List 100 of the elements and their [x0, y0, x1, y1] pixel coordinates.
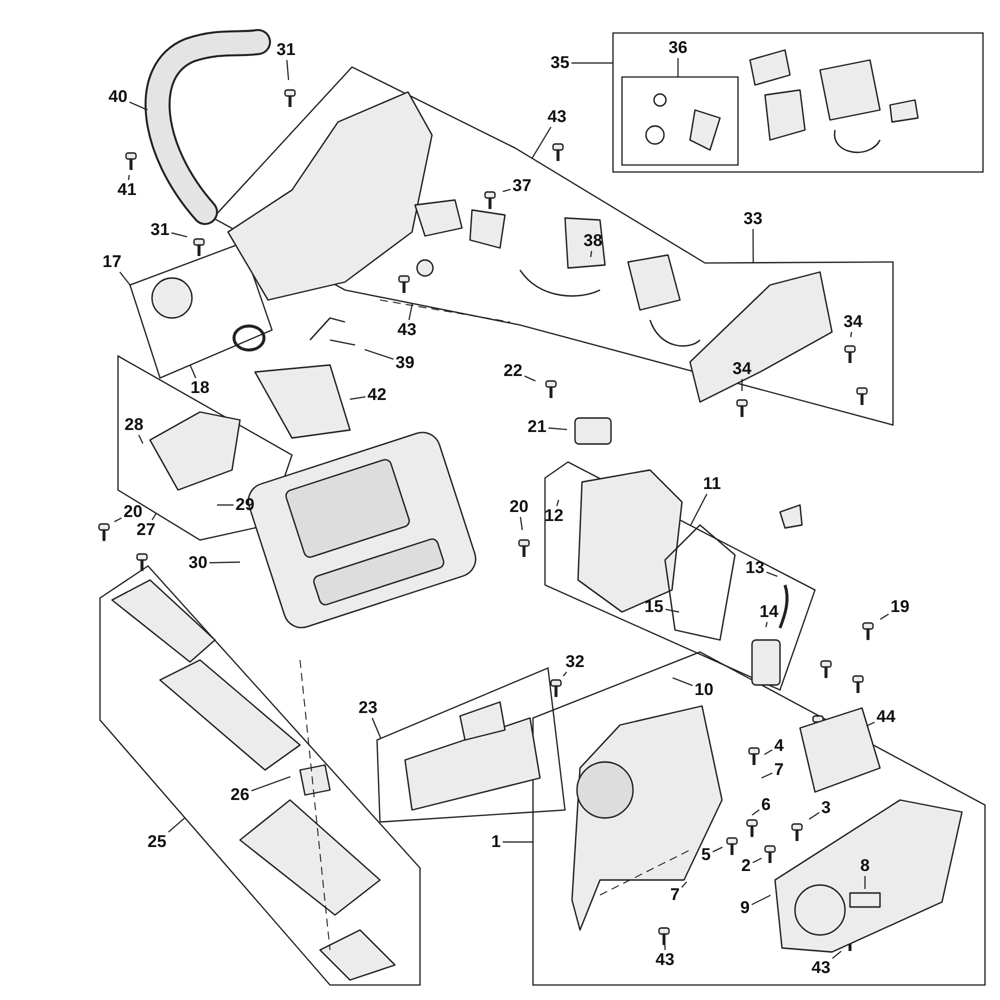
callout-number: 21	[528, 418, 546, 436]
callout-number: 7	[670, 886, 680, 904]
leader-line	[681, 881, 688, 888]
leader-line	[138, 434, 144, 444]
leader-line	[752, 809, 760, 816]
leader-line	[168, 817, 186, 832]
leader-line	[766, 572, 778, 577]
leader-line	[364, 349, 394, 360]
leader-line	[765, 622, 768, 628]
leader-line	[880, 614, 889, 620]
leader-line	[690, 494, 708, 526]
leader-line	[119, 272, 130, 286]
leader-line	[832, 950, 842, 959]
leader-line	[864, 876, 866, 889]
callout-number: 22	[504, 362, 522, 380]
callout-number: 35	[550, 54, 570, 72]
leader-line	[761, 772, 773, 778]
leader-line	[190, 364, 196, 378]
leader-line	[520, 516, 523, 530]
leader-line	[850, 332, 852, 338]
callout-number: 18	[190, 379, 210, 397]
callout-number: 5	[701, 846, 711, 864]
leader-line	[764, 749, 773, 756]
callout-number: 9	[740, 899, 750, 917]
leader-line	[286, 60, 290, 80]
callout-number: 34	[732, 360, 752, 378]
callout-number: 41	[118, 181, 136, 199]
callout-number: 4	[774, 737, 784, 755]
callout-number: 38	[584, 232, 602, 250]
leader-line	[556, 500, 560, 506]
callout-number: 43	[548, 108, 566, 126]
group-outline	[130, 243, 272, 378]
callout-number: 23	[358, 699, 378, 717]
callout-number: 11	[703, 475, 721, 493]
callout-number: 43	[398, 321, 416, 339]
leader-line	[502, 841, 533, 843]
callout-number: 33	[744, 210, 762, 228]
callout-number: 20	[124, 503, 142, 521]
callout-number: 43	[812, 959, 830, 977]
callout-number: 36	[668, 39, 688, 57]
leader-line	[808, 812, 820, 820]
leader-line	[114, 517, 122, 522]
leader-line	[502, 188, 511, 192]
leader-line	[209, 562, 240, 564]
leader-line	[751, 894, 771, 906]
callout-number: 14	[760, 603, 778, 621]
leader-line	[129, 102, 148, 111]
leader-line	[372, 718, 382, 739]
leader-line	[217, 504, 234, 506]
callout-number: 26	[230, 786, 250, 804]
leader-line	[251, 776, 290, 792]
callout-number: 25	[148, 833, 166, 851]
group-outline	[613, 33, 983, 172]
callout-number: 31	[276, 41, 296, 59]
leader-line	[548, 427, 568, 430]
leader-line	[532, 126, 552, 159]
group-outline	[118, 356, 292, 540]
callout-number: 37	[512, 177, 532, 195]
leader-line	[590, 250, 592, 258]
leader-line	[866, 722, 875, 726]
group-outline	[377, 668, 565, 822]
callout-number: 20	[510, 498, 528, 516]
callout-number: 44	[876, 708, 896, 726]
callout-number: 6	[761, 796, 771, 814]
leader-line	[752, 229, 754, 263]
leader-line	[752, 858, 762, 864]
callout-number: 34	[844, 313, 862, 331]
leader-line	[171, 232, 188, 238]
callout-number: 39	[396, 354, 414, 372]
callout-number: 30	[188, 554, 208, 572]
callout-number: 15	[644, 598, 664, 616]
leader-line	[408, 303, 413, 320]
callout-number: 12	[544, 507, 564, 525]
leader-line	[524, 376, 536, 382]
callout-number: 19	[890, 598, 910, 616]
callout-number: 43	[656, 951, 674, 969]
callout-number: 42	[368, 386, 386, 404]
callout-number: 3	[821, 799, 831, 817]
leader-line	[665, 608, 680, 613]
callout-number: 17	[102, 253, 122, 271]
callout-number: 1	[491, 833, 501, 851]
callout-number: 40	[108, 88, 128, 106]
callout-number: 13	[746, 559, 764, 577]
callout-number: 10	[694, 681, 714, 699]
callout-number: 31	[150, 221, 170, 239]
leader-line	[664, 945, 666, 950]
leader-line	[571, 62, 613, 64]
leader-line	[712, 846, 723, 852]
callout-number: 28	[124, 416, 144, 434]
callout-number: 27	[136, 521, 156, 539]
group-outline	[622, 77, 738, 165]
group-outline	[533, 652, 985, 985]
callout-number: 32	[566, 653, 584, 671]
leader-line	[350, 396, 366, 400]
callout-number: 8	[860, 857, 870, 875]
leader-line	[672, 677, 693, 686]
leader-line	[152, 512, 157, 520]
callout-number: 2	[741, 857, 751, 875]
leader-line	[741, 379, 743, 391]
leader-line	[562, 672, 568, 677]
